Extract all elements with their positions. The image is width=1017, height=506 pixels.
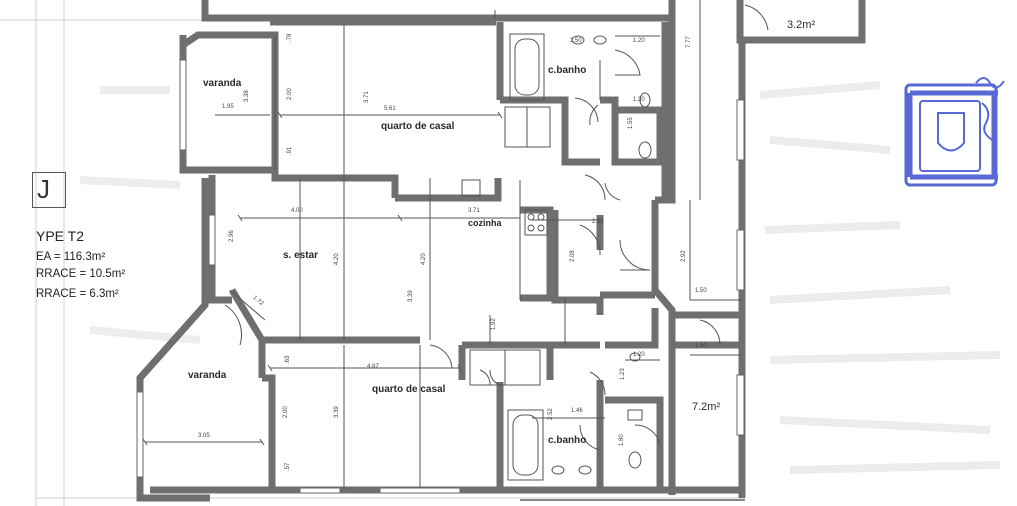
type-letter-box <box>32 172 66 208</box>
dim-78: .78 <box>287 33 293 42</box>
dim-1-80: 1.80 <box>619 434 625 446</box>
dim-1-50-mid: 1.50 <box>695 288 707 294</box>
area-line: EA = 116.3m² <box>36 251 106 263</box>
type-label: YPE T2 <box>36 228 84 244</box>
dim-4-20-estar: 4.20 <box>334 253 340 265</box>
dim-7-77: 7.77 <box>686 36 692 48</box>
dim-2-08: 2.08 <box>570 250 576 262</box>
dim-4-20-mid: 4.20 <box>421 253 427 265</box>
exterior-walls <box>136 0 866 502</box>
dim-1-50-top: 1.50 <box>570 38 582 44</box>
terrace1-line: RRACE = 10.5m² <box>36 268 126 280</box>
paper-guides <box>0 0 745 506</box>
dim-1-23: 1.23 <box>620 368 626 380</box>
dim-5-61: 5.61 <box>384 106 396 112</box>
room-label-cbanho-top: c.banho <box>548 65 587 76</box>
dimension-ticks <box>142 111 503 446</box>
municipal-stamp-seal <box>904 77 1005 187</box>
dim-3-38: 3.38 <box>244 90 250 102</box>
dim-2-00-bottom: 2.00 <box>283 406 289 418</box>
dim-4-00: 4.00 <box>291 208 303 214</box>
dim-4-87: 4.87 <box>367 364 379 370</box>
dim-1-55: 1.55 <box>628 117 634 129</box>
dim-3-71-quarto: 3.71 <box>364 91 370 103</box>
dim-3-05: 3.05 <box>198 433 210 439</box>
room-label-varanda-bottom: varanda <box>188 370 227 381</box>
dim-1-95: 1.95 <box>222 104 234 110</box>
dim-57: .57 <box>285 462 291 471</box>
room-label-cozinha: cozinha <box>468 218 502 228</box>
dim-2-92: 2.92 <box>681 250 687 262</box>
dim-1-20-top: 1.20 <box>633 38 645 44</box>
dim-2-52: 2.52 <box>548 408 554 420</box>
dim-1-46: 1.46 <box>571 408 583 414</box>
room-label-estar: s. estar <box>283 250 319 261</box>
interior-lines <box>145 0 742 490</box>
type-letter: J <box>37 174 50 204</box>
room-label-cbanho-bottom: c.banho <box>548 435 587 446</box>
dim-3-71-kitchen: 3.71 <box>468 208 480 214</box>
scan-smudges <box>79 81 1001 474</box>
door-swings <box>224 4 769 451</box>
room-label-varanda-top: varanda <box>203 78 242 89</box>
bath-fixtures <box>461 33 652 481</box>
dim-1-92: 1.92 <box>491 318 497 330</box>
area-label-bottom-right: 7.2m² <box>692 401 721 413</box>
dim-1-50-low: 1.50 <box>695 343 707 349</box>
dim-91: .91 <box>287 146 293 155</box>
room-label-quarto-bottom: quarto de casal <box>372 384 446 395</box>
dim-2-96: 2.96 <box>229 230 235 242</box>
windows <box>136 59 745 494</box>
area-label-top-right: 3.2m² <box>787 19 816 31</box>
room-label-quarto-top: quarto de casal <box>381 121 455 132</box>
dim-3-39-bottom: 3.39 <box>334 406 340 418</box>
dim-63: .63 <box>285 355 291 364</box>
dim-3-39-mid: 3.39 <box>408 290 414 302</box>
dim-1-30: 1.30 <box>633 97 645 103</box>
dim-2-18: 2.18 <box>592 219 604 225</box>
dim-1-20-bottom: 1.20 <box>633 352 645 358</box>
dim-2-00-top: 2.00 <box>287 88 293 100</box>
terrace2-line: RRACE = 6.3m² <box>36 288 119 300</box>
